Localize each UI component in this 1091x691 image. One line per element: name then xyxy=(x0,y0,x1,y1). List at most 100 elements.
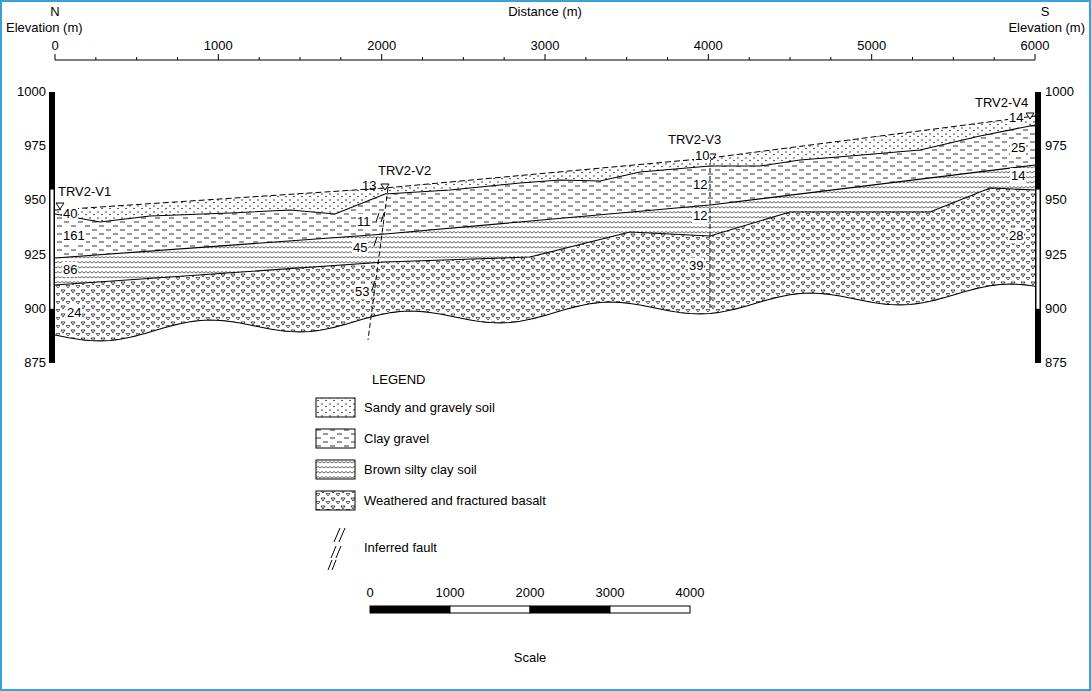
station-marker xyxy=(56,113,1034,209)
tick xyxy=(626,57,627,60)
axis-label: 925 xyxy=(24,247,46,262)
station-value: TRV2-V2 xyxy=(378,163,431,178)
legend-label: Scale xyxy=(514,650,547,665)
layer-boundary xyxy=(55,125,1035,222)
tick xyxy=(830,57,831,60)
elevation-bar xyxy=(1035,92,1041,363)
axis-label: 900 xyxy=(24,301,46,316)
axis-label: 0 xyxy=(51,38,58,53)
station-value: 161 xyxy=(62,228,86,243)
station-value: 12 xyxy=(692,177,708,192)
inferred-fault xyxy=(368,160,710,340)
station-value: 24 xyxy=(66,305,82,320)
tick xyxy=(422,57,423,60)
axis-label: 1000 xyxy=(204,38,233,53)
tick xyxy=(667,57,668,60)
station-value: 53 xyxy=(354,284,370,299)
axis-label: 875 xyxy=(1045,355,1067,370)
station-value: TRV2-V3 xyxy=(668,132,721,147)
legend-text: Sandy and gravely soil xyxy=(364,400,495,415)
tick xyxy=(136,57,137,60)
legend-text: Clay gravel xyxy=(364,431,429,446)
legend-label: 0 xyxy=(366,585,373,600)
tick xyxy=(177,57,178,60)
station-value: 12 xyxy=(692,208,708,223)
tick xyxy=(1035,54,1036,60)
station-value: 28 xyxy=(1008,228,1024,243)
axis-label: Elevation (m) xyxy=(1008,20,1085,35)
axis-label: 2000 xyxy=(367,38,396,53)
basalt-layer xyxy=(55,188,1035,341)
tick xyxy=(790,57,791,60)
station-value: TRV2-V1 xyxy=(58,184,111,199)
station-value: TRV2-V4 xyxy=(975,95,1028,110)
legend-label: 4000 xyxy=(676,585,705,600)
fault-symbol xyxy=(328,528,345,570)
elevation-bar xyxy=(1037,190,1040,309)
tick xyxy=(585,57,586,60)
tick xyxy=(55,54,56,60)
axis-label: 925 xyxy=(1045,247,1067,262)
axis-label: 975 xyxy=(1045,138,1067,153)
axis-label: 1000 xyxy=(1045,84,1074,99)
tick xyxy=(545,54,546,60)
axis-label: Elevation (m) xyxy=(6,20,83,35)
station-value: 10 xyxy=(694,148,710,163)
axis-label: 4000 xyxy=(694,38,723,53)
top-line xyxy=(55,116,1035,210)
scale-bar xyxy=(370,606,690,613)
tick xyxy=(871,54,872,60)
layer-boundary xyxy=(55,188,1035,285)
tick xyxy=(953,57,954,60)
axis-label: Distance (m) xyxy=(508,4,582,19)
axis-label: 3000 xyxy=(531,38,560,53)
tick xyxy=(994,57,995,60)
tick xyxy=(218,54,219,60)
axis-label: N xyxy=(50,4,59,19)
station-value: 14 xyxy=(1008,110,1024,125)
tick xyxy=(381,54,382,60)
legend-swatch xyxy=(316,429,355,448)
axis-label: 975 xyxy=(24,138,46,153)
legend-label: 3000 xyxy=(596,585,625,600)
legend-text: Weathered and fractured basalt xyxy=(364,493,546,508)
tick xyxy=(708,54,709,60)
tick xyxy=(749,57,750,60)
tick xyxy=(504,57,505,60)
elevation-bar xyxy=(51,190,54,309)
legend-label: LEGEND xyxy=(372,372,425,387)
station-value: 45 xyxy=(352,240,368,255)
axis-label: 900 xyxy=(1045,301,1067,316)
layer-boundary xyxy=(55,284,1035,341)
tick xyxy=(463,57,464,60)
legend-swatch xyxy=(316,491,355,510)
tick xyxy=(95,57,96,60)
station-value: 25 xyxy=(1010,140,1026,155)
axis-label: 950 xyxy=(24,192,46,207)
station-value: 13 xyxy=(362,178,376,193)
axis-label: 1000 xyxy=(17,84,46,99)
tick xyxy=(340,57,341,60)
elevation-bar xyxy=(49,92,55,363)
station-value: 39 xyxy=(688,258,704,273)
station-value: 86 xyxy=(62,262,78,277)
axis-label: 5000 xyxy=(857,38,886,53)
tick xyxy=(259,57,260,60)
axis-label: 950 xyxy=(1045,192,1067,207)
legend-text: Brown silty clay soil xyxy=(364,462,477,477)
station-value: 40 xyxy=(62,206,78,221)
tick xyxy=(300,57,301,60)
axis-label: S xyxy=(1041,4,1050,19)
axis-label: 6000 xyxy=(1021,38,1050,53)
tick xyxy=(912,57,913,60)
station-value: 14 xyxy=(1010,168,1026,183)
legend-text: Inferred fault xyxy=(364,540,437,555)
axis-label: 875 xyxy=(24,355,46,370)
station-value: 11 xyxy=(356,214,372,229)
legend-label: 2000 xyxy=(516,585,545,600)
legend-label: 1000 xyxy=(436,585,465,600)
legend-swatch xyxy=(316,460,355,479)
legend-swatch xyxy=(316,398,355,417)
